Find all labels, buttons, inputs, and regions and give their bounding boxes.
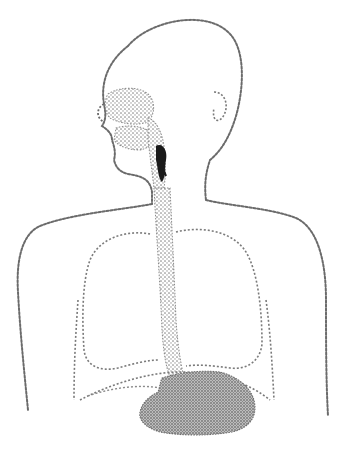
ear-outline: [213, 92, 226, 120]
left-torso-side: [74, 300, 78, 400]
right-lung-outline: [176, 229, 262, 368]
nasal-cavity: [105, 88, 153, 124]
oral-cavity: [114, 126, 153, 150]
stomach: [140, 371, 255, 435]
right-torso-side: [266, 300, 274, 400]
left-lung-outline: [83, 233, 158, 369]
head-outline: [102, 46, 152, 204]
left-shoulder-outline: [18, 204, 152, 410]
esophagus: [154, 188, 186, 384]
nose-outline: [98, 104, 104, 122]
